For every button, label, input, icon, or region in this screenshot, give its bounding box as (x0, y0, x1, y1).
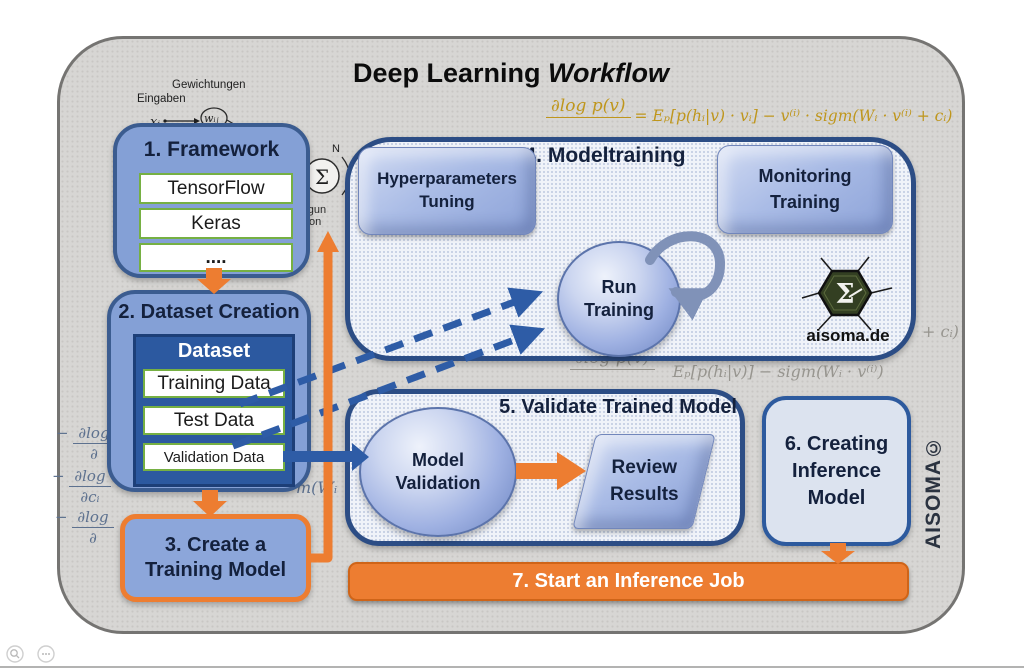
step1-title: 1. Framework (143, 138, 280, 161)
title-italic-text: Workflow (548, 58, 670, 88)
magnifier-icon (10, 649, 20, 659)
run-training-node: Run Training (557, 241, 681, 357)
step5-title: 5. Validate Trained Model (499, 396, 737, 418)
monitoring-training-node: Monitoring Training (717, 145, 893, 234)
logo-sigma-glyph: Σ (835, 279, 854, 310)
monitoring-training-label: Monitoring Training (758, 166, 852, 212)
framework-item-tensorflow: TensorFlow (139, 173, 293, 204)
logo-leg (820, 257, 833, 272)
logo-leg (857, 256, 870, 272)
dataset-item-training: Training Data (143, 369, 285, 398)
formula-top: ∂log p(v) = Eₚ[p(hᵢ|v) · vᵢ] − v⁽ⁱ⁾ · si… (546, 96, 952, 139)
framework-item-keras: Keras (139, 208, 293, 239)
minus-sign: − (55, 508, 68, 526)
minus-sign: − (52, 467, 65, 485)
more-button[interactable] (37, 645, 55, 663)
frag-num: ∂log (72, 508, 114, 528)
formula-middle-rhs: Eₚ[p(hᵢ|v)] − sigm(Wᵢ · v⁽ⁱ⁾) (672, 362, 884, 381)
model-validation-label: Model Validation (395, 449, 481, 493)
neuron-w-label: wᵢⱼ (204, 112, 219, 125)
review-results-label: Review Results (609, 456, 679, 505)
frag-den: ∂cᵢ (80, 488, 100, 506)
step3-title: 3. Create a Training Model (144, 534, 287, 581)
step6-inference-model-box: 6. Creating Inference Model (762, 396, 911, 546)
aisoma-logo: Σ (801, 256, 893, 331)
dataset-label: Dataset (177, 340, 251, 362)
formula-left-3: − ∂log∂ (55, 508, 114, 547)
run-training-label: Run Training (583, 276, 654, 320)
hyperparameters-tuning-label: Hyperparameters Tuning (377, 169, 517, 211)
page-title: Deep Learning Workflow (57, 58, 965, 89)
step2-dataset-box: 2. Dataset Creation Dataset Training Dat… (107, 290, 311, 492)
sigma-glyph: Σ (315, 165, 329, 189)
aisoma-logo-text: aisoma.de (806, 326, 890, 345)
neuron-dot (163, 119, 167, 123)
step3-create-model-box: 3. Create a Training Model (120, 514, 311, 602)
dataset-item-validation: Validation Data (143, 443, 285, 471)
step2-title: 2. Dataset Creation (118, 301, 300, 323)
ellipsis-icon (42, 653, 50, 655)
neuron-x-label: xᵢ (150, 115, 160, 130)
step1-framework-box: 1. Framework TensorFlow Keras .... (113, 123, 310, 278)
dataset-container: Dataset Training Data Test Data Validati… (133, 334, 295, 487)
step7-inference-job-bar: 7. Start an Inference Job (348, 562, 909, 601)
dataset-item-test: Test Data (143, 406, 285, 435)
frag-num: ∂log (73, 424, 115, 444)
frag-den: ∂ (89, 529, 97, 547)
logo-arrow-stroke (848, 288, 863, 298)
logo-leg (818, 314, 833, 330)
frag-den: ∂ (90, 445, 98, 463)
formula-left-2: − ∂log∂cᵢ (52, 467, 111, 506)
model-validation-node: Model Validation (359, 407, 517, 537)
logo-leg (857, 314, 872, 331)
formula-right-fragment: + cᵢ) (922, 322, 959, 341)
viewer-controls (6, 645, 55, 663)
framework-item-more: .... (139, 243, 293, 272)
formula-top-rhs: = Eₚ[p(hᵢ|v) · vᵢ] − v⁽ⁱ⁾ · sigm(Wᵢ · v⁽… (634, 107, 953, 125)
review-results-node: Review Results (572, 434, 716, 529)
hyperparameters-tuning-node: Hyperparameters Tuning (358, 147, 536, 235)
logo-hexagon-inner (823, 275, 867, 311)
logo-leg (801, 292, 820, 299)
logo-leg (870, 287, 893, 294)
formula-top-numerator: ∂log p(v) (546, 96, 631, 118)
frag-num: ∂log (69, 467, 111, 487)
title-text: Deep Learning (352, 58, 549, 88)
zoom-button[interactable] (6, 645, 24, 663)
neuron-input-arrowhead (194, 118, 200, 124)
neuron-inputs-label: Eingaben (137, 93, 186, 105)
neuron-weights-label: Gewichtungen (172, 79, 246, 91)
minus-sign: − (56, 424, 69, 442)
page-bottom-divider (0, 666, 1024, 668)
neuron-n-label: N (332, 143, 340, 155)
logo-hexagon (817, 269, 873, 317)
formula-left-1: − ∂log∂ (56, 424, 115, 463)
aisoma-watermark: AISOMA© (922, 435, 945, 549)
step7-title: 7. Start an Inference Job (512, 570, 745, 592)
step6-title: 6. Creating Inference Model (784, 432, 889, 509)
